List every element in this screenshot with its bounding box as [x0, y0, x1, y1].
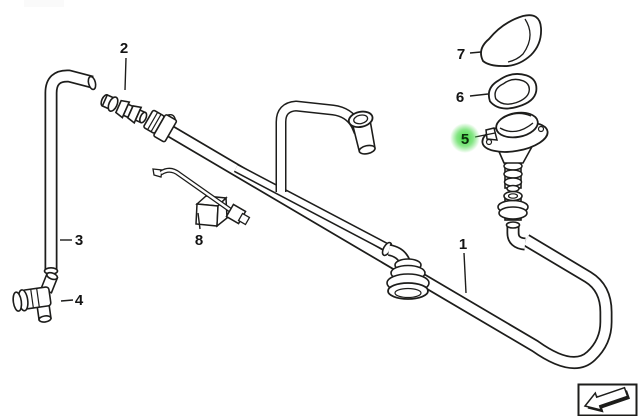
direction-arrow-icon	[583, 386, 630, 413]
part-elbow-connector-4	[12, 271, 59, 323]
part-washer-nozzle-5	[481, 111, 549, 193]
leader-8	[197, 212, 201, 230]
faint-artifact	[24, 0, 64, 7]
callout-label-3[interactable]: 3	[75, 232, 83, 249]
part-cable-tie-8	[152, 167, 251, 228]
leader-6	[469, 93, 489, 97]
part-check-valve-fitting	[347, 110, 376, 155]
part-seal-ring-6	[487, 73, 538, 110]
part-loop-hose	[275, 100, 365, 192]
part-hose-assembly-1	[166, 125, 613, 369]
callout-label-6[interactable]: 6	[456, 89, 464, 106]
callout-label-2[interactable]: 2	[120, 40, 128, 57]
leader-2	[124, 57, 127, 91]
leader-7	[469, 51, 482, 54]
part-barbed-connector-2	[100, 93, 148, 125]
direction-indicator-box	[577, 383, 638, 416]
part-nozzle-grommet	[497, 190, 529, 221]
callout-label-4[interactable]: 4	[75, 292, 84, 309]
leader-4	[60, 299, 74, 302]
callout-label-1[interactable]: 1	[459, 236, 467, 253]
callout-label-8[interactable]: 8	[195, 232, 203, 249]
part-hose-clamp	[143, 109, 178, 143]
callout-label-7[interactable]: 7	[457, 46, 465, 63]
part-cover-cap-7	[480, 14, 542, 67]
leader-1	[463, 252, 467, 294]
highlight-glow	[450, 123, 480, 153]
part-grommet-elbow	[381, 241, 430, 300]
part-branch-hose	[233, 164, 389, 251]
part-nozzle-elbow	[505, 221, 526, 251]
callout-label-5-highlighted[interactable]: 5	[461, 131, 469, 148]
part-hose-3	[43, 69, 97, 275]
